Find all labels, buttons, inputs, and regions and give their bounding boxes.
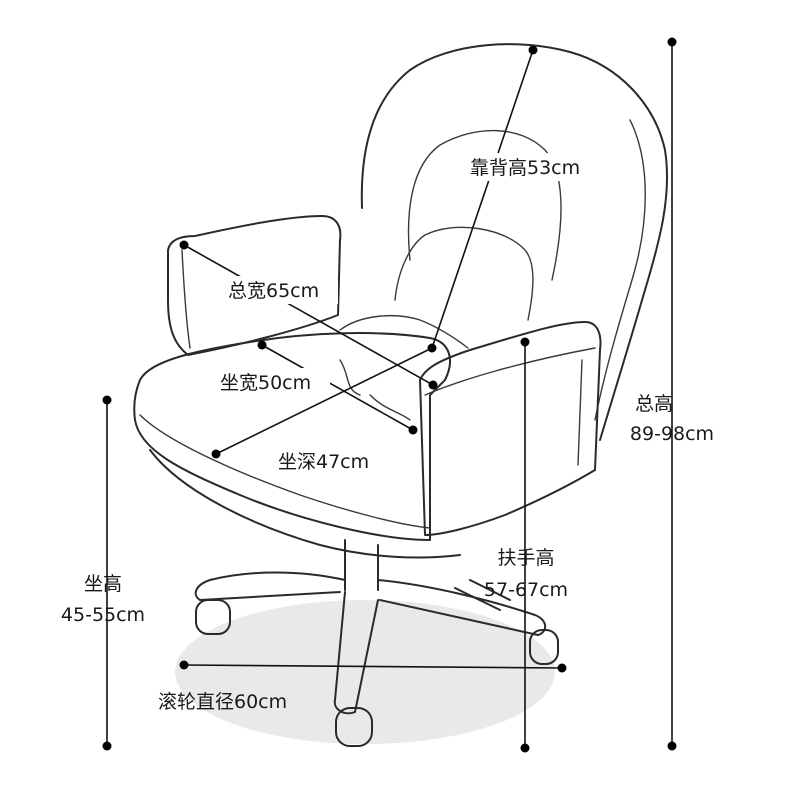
wheel-front xyxy=(335,707,373,747)
seat-underside xyxy=(149,449,461,559)
wheel-diameter-label: 滚轮直径60cm xyxy=(158,691,287,713)
total-height-bottom-dot xyxy=(667,741,677,751)
right-armrest-top xyxy=(424,347,596,396)
seat-depth-front-dot xyxy=(211,449,221,459)
total-width-left-dot xyxy=(179,240,189,250)
wheel-right xyxy=(529,629,559,665)
armrest-height-top-dot xyxy=(520,337,530,347)
seat-outline xyxy=(133,332,451,541)
seat-width-label: 坐宽50cm xyxy=(220,372,311,394)
wheel-diameter-left-dot xyxy=(179,660,189,670)
armrest-height-value: 57-67cm xyxy=(484,579,568,601)
armrest-height-bottom-dot xyxy=(520,743,530,753)
lumbar-cushion xyxy=(394,226,534,321)
floor-shadow xyxy=(175,600,555,744)
seat-width-dimension-line xyxy=(261,344,414,431)
seat-wrinkle-2 xyxy=(369,394,411,421)
wheel-diameter-right-dot xyxy=(557,663,567,673)
seat-width-left-dot xyxy=(257,340,267,350)
seat-height-top-dot xyxy=(102,395,112,405)
backrest-height-label: 靠背高53cm xyxy=(470,157,580,179)
seat-depth-dimension-line xyxy=(215,347,433,455)
total-height-title: 总高 xyxy=(635,393,673,415)
seat-depth-label: 坐深47cm xyxy=(278,451,369,473)
wheel-diameter-dimension-line xyxy=(183,664,563,669)
total-width-label: 总宽65cm xyxy=(228,280,319,302)
backrest-outline xyxy=(360,43,669,441)
armrest-height-title: 扶手高 xyxy=(497,547,554,569)
total-height-top-dot xyxy=(667,37,677,47)
wheel-left xyxy=(195,599,231,635)
seat-height-value: 45-55cm xyxy=(61,604,145,626)
seat-front-curve xyxy=(139,414,431,529)
right-armrest-seam xyxy=(577,359,583,466)
seat-height-title: 坐高 xyxy=(84,573,122,595)
lumbar-cushion-lower xyxy=(339,315,469,349)
seat-wrinkle-1 xyxy=(339,359,361,396)
total-width-dimension-line xyxy=(183,244,434,386)
base-leg-back xyxy=(454,579,511,611)
seat-width-right-dot xyxy=(408,425,418,435)
backrest-height-top-dot xyxy=(528,45,538,55)
backrest-inner-back xyxy=(407,129,562,281)
total-height-value: 89-98cm xyxy=(630,423,714,445)
backrest-side-seam xyxy=(594,119,646,421)
seat-height-bottom-dot xyxy=(102,741,112,751)
left-armrest-seam xyxy=(181,249,191,349)
gas-cylinder xyxy=(344,539,379,591)
right-armrest-outline xyxy=(419,321,602,536)
backrest-height-dimension-line xyxy=(431,49,534,349)
total-width-right-dot xyxy=(428,380,438,390)
base-leg-left xyxy=(194,571,346,601)
